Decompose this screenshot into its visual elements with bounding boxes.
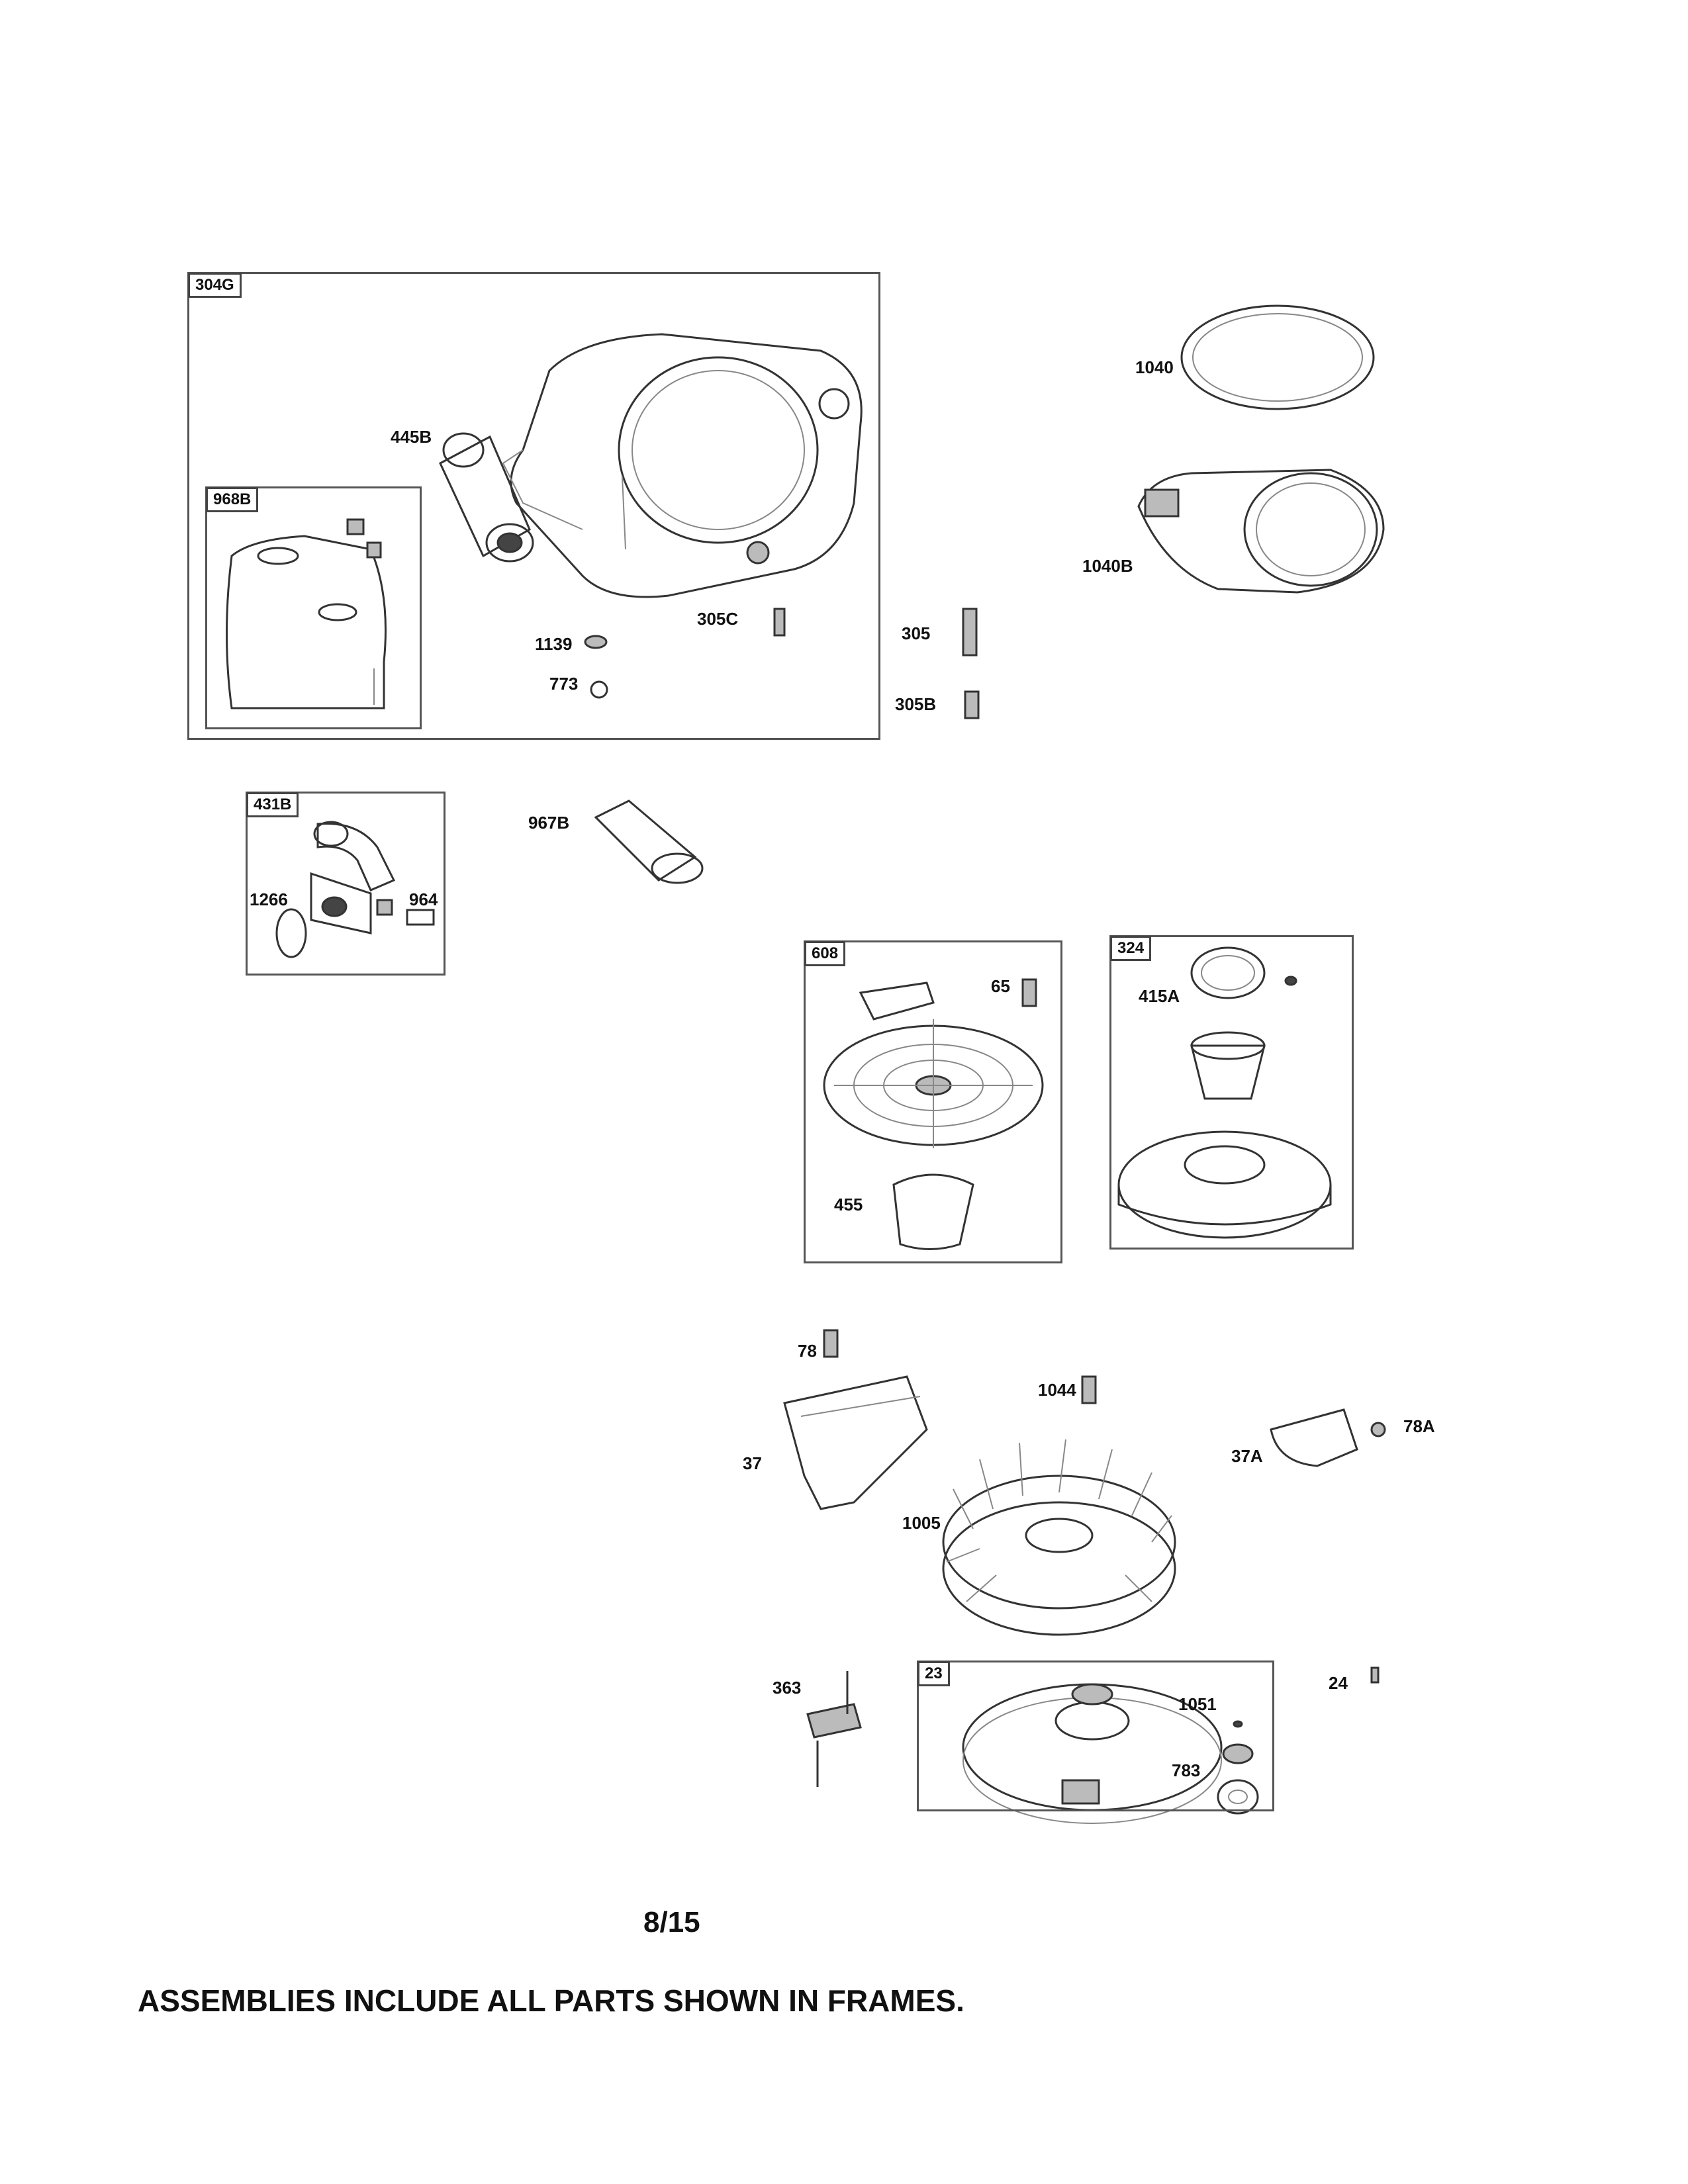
- part-label-1051: 1051: [1178, 1694, 1217, 1714]
- part-label-1005: 1005: [902, 1513, 941, 1533]
- part-label-967b: 967B: [528, 813, 570, 833]
- frame-label-968b: 968B: [206, 487, 259, 512]
- part-label-1266: 1266: [250, 889, 288, 909]
- frame-304g: 304G: [187, 272, 880, 740]
- part-label-783: 783: [1172, 1760, 1201, 1780]
- cover-drawing: [226, 518, 387, 709]
- part-label-24: 24: [1329, 1673, 1348, 1693]
- frame-608: 608: [804, 940, 1062, 1263]
- blower-housing-drawing: [502, 333, 863, 598]
- pulley-drawing: [1117, 946, 1332, 1239]
- part-label-964: 964: [409, 889, 438, 909]
- page-number: 8/15: [643, 1906, 700, 1938]
- frame-label-324: 324: [1110, 936, 1152, 961]
- frame-431b: 431B: [246, 792, 445, 976]
- part-label-305b: 305B: [895, 694, 937, 714]
- part-label-78: 78: [798, 1341, 817, 1361]
- frame-label-431b: 431B: [246, 792, 299, 817]
- flywheel-drawing: [962, 1683, 1259, 1824]
- part-label-1040: 1040: [1135, 357, 1174, 377]
- part-label-773: 773: [549, 674, 579, 694]
- starter-drawing: [823, 978, 1044, 1250]
- frame-label-304g: 304G: [188, 273, 242, 298]
- part-label-363: 363: [773, 1678, 802, 1698]
- part-label-65: 65: [991, 976, 1010, 996]
- frame-23: 23: [917, 1661, 1274, 1811]
- footer-note: ASSEMBLIES INCLUDE ALL PARTS SHOWN IN FR…: [138, 1983, 964, 2018]
- part-label-305: 305: [902, 623, 931, 643]
- frame-968b: 968B: [205, 486, 422, 729]
- part-label-37a: 37A: [1231, 1446, 1263, 1466]
- part-label-37: 37: [743, 1453, 762, 1473]
- part-label-78a: 78A: [1403, 1416, 1435, 1436]
- part-label-1040b: 1040B: [1082, 556, 1133, 576]
- elbow-drawing: [275, 821, 435, 958]
- frame-label-23: 23: [917, 1661, 950, 1686]
- part-label-455: 455: [834, 1195, 863, 1214]
- part-label-1044: 1044: [1038, 1380, 1076, 1400]
- part-label-1139: 1139: [535, 634, 573, 654]
- frame-label-608: 608: [804, 941, 846, 966]
- part-label-305c: 305C: [697, 609, 739, 629]
- filter-drawing: [439, 432, 534, 563]
- part-label-445b: 445B: [391, 427, 432, 447]
- fan-drawing: [942, 1439, 1176, 1636]
- frame-324: 324: [1109, 935, 1354, 1250]
- shroud-drawing: [1137, 469, 1385, 594]
- part-label-415a: 415A: [1139, 986, 1180, 1006]
